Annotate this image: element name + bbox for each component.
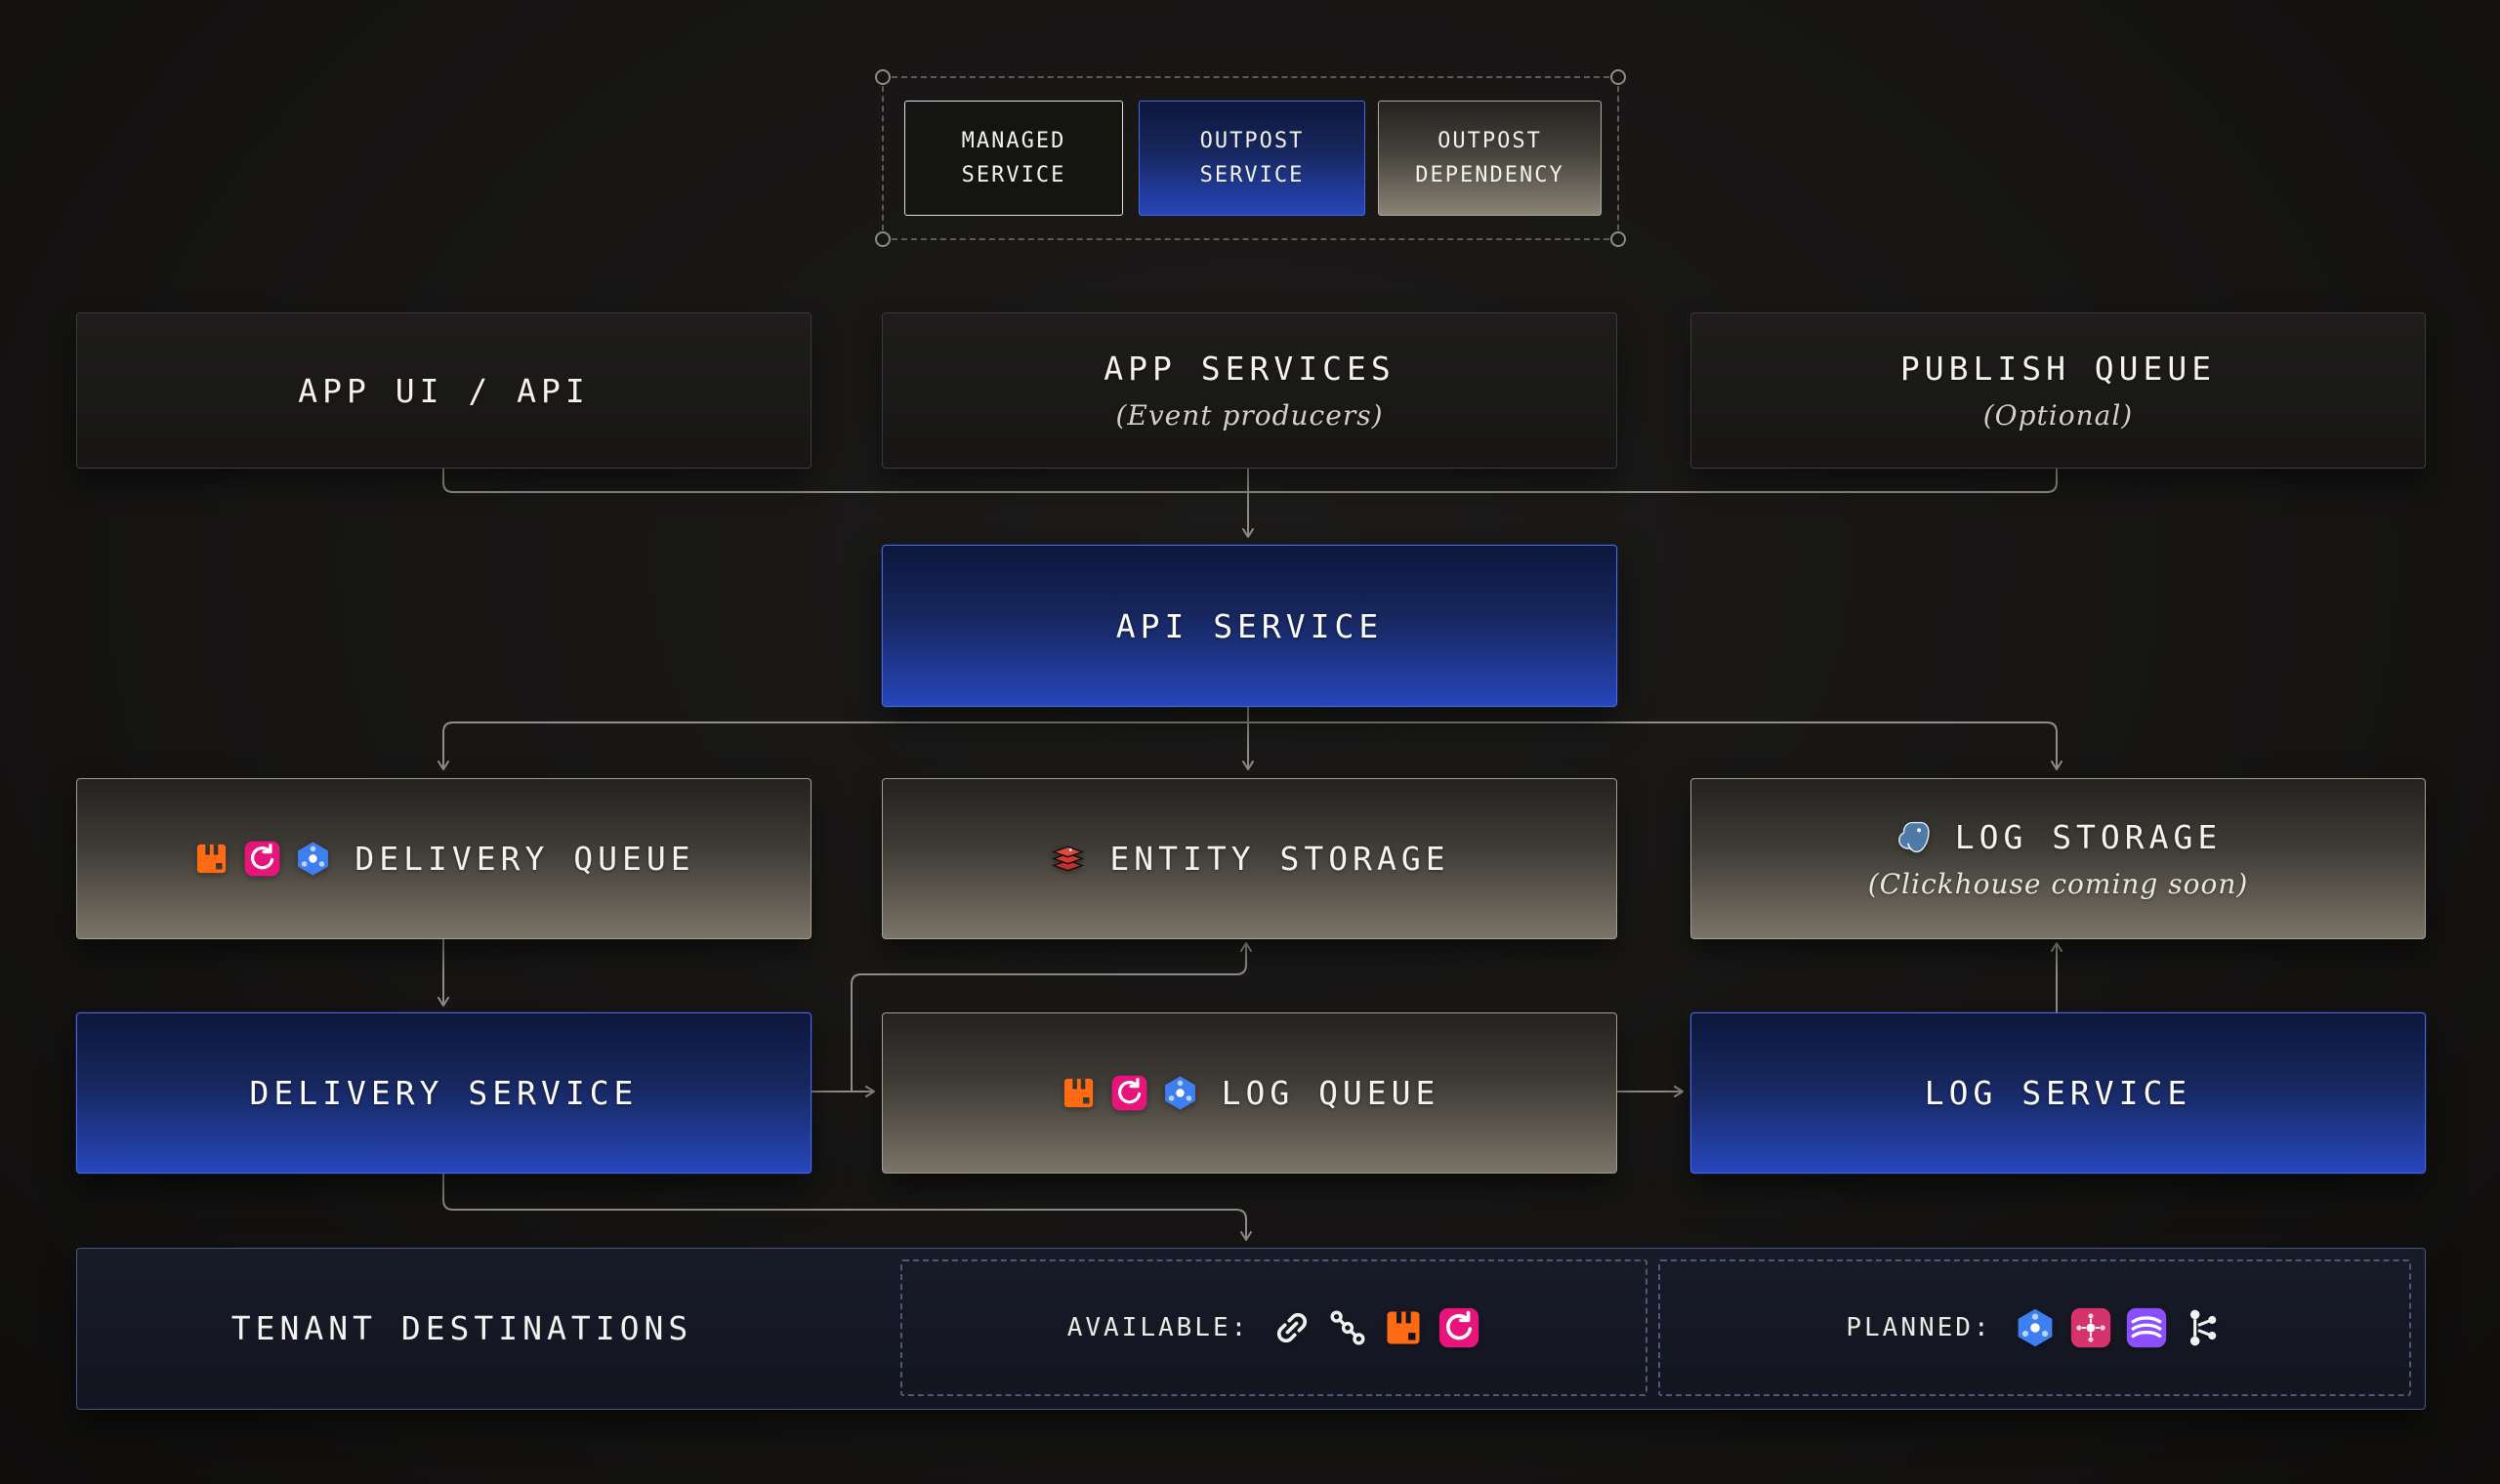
wire-delivery-service-to-tenant-destinations xyxy=(442,1172,1252,1241)
available-destination-icons xyxy=(1271,1306,1480,1349)
node-title: LOG STORAGE xyxy=(1954,817,2223,856)
node-app-ui-api: APP UI / API xyxy=(76,312,812,469)
node-delivery-service: DELIVERY SERVICE xyxy=(76,1012,812,1174)
node-title: PUBLISH QUEUE xyxy=(1899,350,2217,388)
gcp-pubsub-icon xyxy=(294,840,332,878)
kinesis-icon xyxy=(2125,1306,2168,1349)
available-destinations-group: AVAILABLE: xyxy=(900,1259,1647,1396)
node-log-service: LOG SERVICE xyxy=(1690,1012,2426,1174)
aws-sqs-icon xyxy=(1438,1306,1480,1349)
storage-icons xyxy=(1895,818,1933,856)
legend-label: OUTPOST DEPENDENCY xyxy=(1415,128,1564,187)
node-app-services: APP SERVICES (Event producers) xyxy=(882,312,1617,469)
node-api-service: API SERVICE xyxy=(882,545,1617,707)
redis-icon xyxy=(1049,840,1087,878)
postgresql-icon xyxy=(1895,818,1933,856)
legend-handle-dot xyxy=(875,69,891,85)
node-log-queue: LOG QUEUE xyxy=(882,1012,1617,1174)
wire-api-to-log-storage xyxy=(1248,721,2062,770)
legend-item-managed-service: MANAGED SERVICE xyxy=(904,101,1123,216)
node-title: APP UI / API xyxy=(298,371,590,410)
planned-destinations-group: PLANNED: xyxy=(1658,1259,2411,1396)
gcp-pubsub-icon xyxy=(2014,1306,2057,1349)
rabbitmq-icon xyxy=(1382,1306,1425,1349)
legend-item-outpost-service: OUTPOST SERVICE xyxy=(1139,101,1365,216)
node-publish-queue: PUBLISH QUEUE (Optional) xyxy=(1690,312,2426,469)
node-title: LOG QUEUE xyxy=(1221,1074,1440,1112)
planned-destination-icons xyxy=(2014,1306,2224,1349)
queue-broker-icons xyxy=(1060,1074,1199,1112)
tenant-destinations-title: TENANT DESTINATIONS xyxy=(230,1308,693,1347)
node-title: DELIVERY SERVICE xyxy=(249,1074,639,1112)
webhook-icon xyxy=(1271,1306,1313,1349)
wire-publish-queue-to-merge xyxy=(1248,467,2058,493)
gcp-pubsub-icon xyxy=(1161,1074,1199,1112)
node-title: LOG SERVICE xyxy=(1924,1074,2192,1112)
hookdeck-icon xyxy=(1326,1306,1369,1349)
kafka-icon xyxy=(2181,1306,2224,1349)
node-title: API SERVICE xyxy=(1115,606,1384,645)
node-subtitle: (Clickhouse coming soon) xyxy=(1867,867,2249,900)
node-log-storage: LOG STORAGE (Clickhouse coming soon) xyxy=(1690,778,2426,939)
legend-label: MANAGED SERVICE xyxy=(961,128,1066,187)
legend-handle-dot xyxy=(1610,69,1626,85)
queue-broker-icons xyxy=(192,840,332,878)
node-delivery-queue: DELIVERY QUEUE xyxy=(76,778,812,939)
eventbridge-icon xyxy=(2069,1306,2112,1349)
node-subtitle: (Optional) xyxy=(1982,399,2134,432)
rabbitmq-icon xyxy=(1060,1074,1098,1112)
aws-sqs-icon xyxy=(243,840,281,878)
node-entity-storage: ENTITY STORAGE xyxy=(882,778,1617,939)
legend: MANAGED SERVICE OUTPOST SERVICE OUTPOST … xyxy=(875,69,1626,247)
aws-sqs-icon xyxy=(1110,1074,1148,1112)
node-title: DELIVERY QUEUE xyxy=(354,840,695,878)
node-title: ENTITY STORAGE xyxy=(1109,840,1450,878)
storage-icons xyxy=(1049,840,1087,878)
node-subtitle: (Event producers) xyxy=(1115,399,1384,432)
legend-label: OUTPOST SERVICE xyxy=(1199,128,1305,187)
wire-api-to-delivery-queue xyxy=(438,721,1248,770)
node-title: APP SERVICES xyxy=(1104,350,1396,388)
rabbitmq-icon xyxy=(192,840,230,878)
available-label: AVAILABLE: xyxy=(1066,1313,1250,1342)
legend-handle-dot xyxy=(1610,231,1626,247)
legend-handle-dot xyxy=(875,231,891,247)
wire-app-ui-to-merge xyxy=(442,467,1248,493)
legend-item-outpost-dependency: OUTPOST DEPENDENCY xyxy=(1378,101,1602,216)
planned-label: PLANNED: xyxy=(1846,1313,1992,1342)
